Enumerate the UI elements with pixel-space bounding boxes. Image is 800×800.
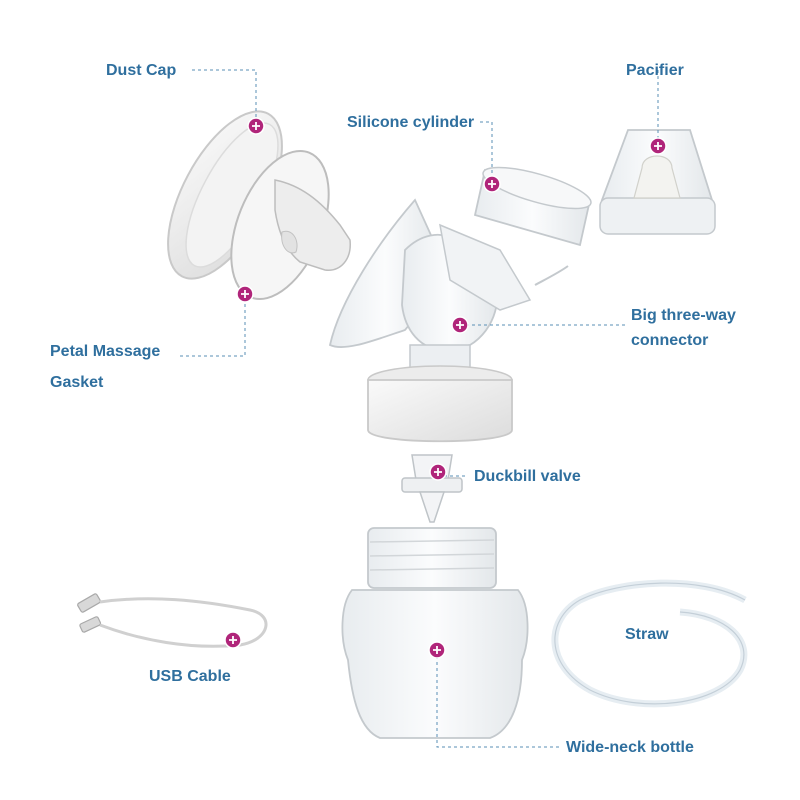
straw-tubing: [551, 579, 748, 708]
petal-massage-gasket: [230, 149, 351, 301]
label-silicone-cylinder: Silicone cylinder: [347, 114, 475, 131]
duckbill-valve: [401, 454, 463, 523]
leader-silicone-cylinder: [480, 121, 493, 184]
label-wide-neck-bottle: Wide-neck bottle: [566, 739, 694, 756]
leader-petal-gasket: [180, 294, 246, 357]
silicone-cylinder: [473, 166, 592, 247]
three-way-connector-marker: [451, 316, 469, 334]
silicone-cylinder-marker: [483, 175, 501, 193]
dust-cap: [167, 110, 283, 280]
label-petal-massage: Petal Massage: [50, 343, 161, 360]
wide-neck-bottle: [341, 527, 529, 739]
leader-lines: [180, 69, 659, 748]
label-big-three-way: Big three-way: [631, 307, 736, 324]
bottle-marker: [428, 641, 446, 659]
label-dust-cap: Dust Cap: [106, 62, 177, 79]
pacifier-marker: [649, 137, 667, 155]
usb-cable-marker: [224, 631, 242, 649]
bottle-collar: [367, 365, 513, 443]
label-usb-cable: USB Cable: [149, 668, 231, 685]
duckbill-valve-marker: [429, 463, 447, 481]
usb-cable: [77, 593, 268, 648]
label-duckbill-valve: Duckbill valve: [474, 468, 581, 485]
label-gasket: Gasket: [50, 374, 104, 391]
markers: [224, 117, 667, 659]
three-way-connector: [401, 223, 569, 376]
dust-cap-marker: [247, 117, 265, 135]
label-connector: connector: [631, 332, 709, 349]
pacifier: [599, 129, 716, 235]
label-pacifier: Pacifier: [626, 62, 684, 79]
label-straw: Straw: [625, 626, 669, 643]
petal-gasket-marker: [236, 285, 254, 303]
leader-bottle: [436, 650, 560, 748]
